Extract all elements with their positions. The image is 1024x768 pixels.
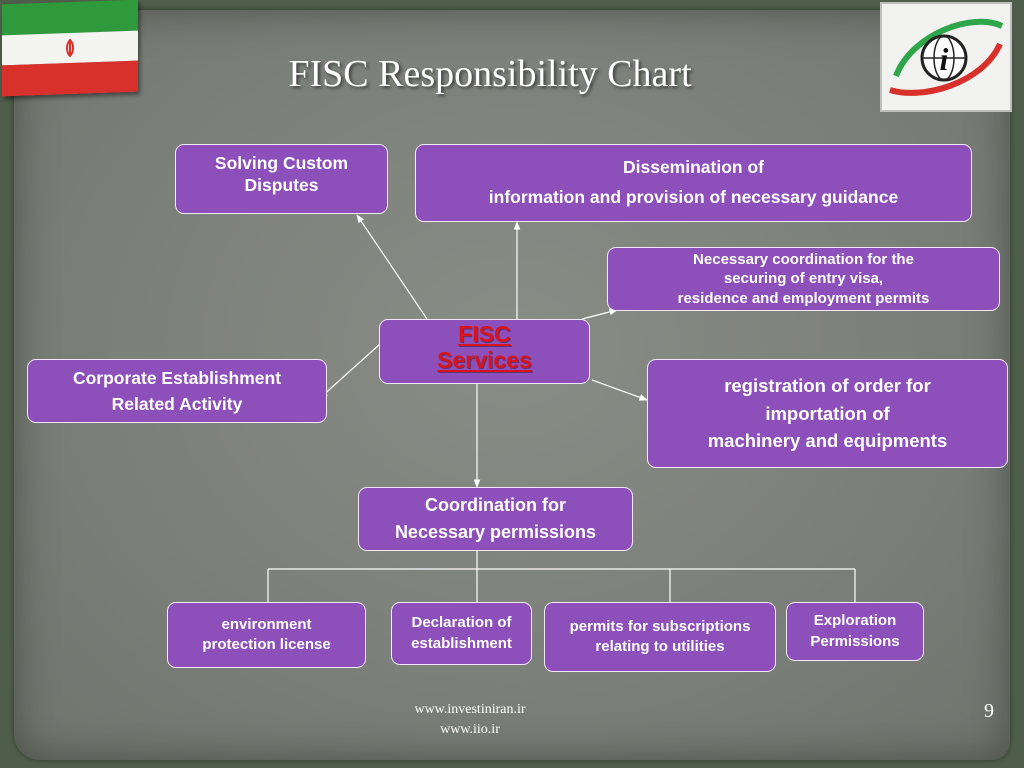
footer-link-investiniran[interactable]: www.investiniran.ir bbox=[414, 702, 526, 717]
slide-title: FISC Responsibility Chart bbox=[288, 53, 692, 95]
box-registration-order: registration of order for importation of… bbox=[647, 359, 1008, 468]
box-environment-license: environment protection license bbox=[167, 602, 366, 668]
arrow-to-registration bbox=[591, 379, 648, 401]
arrow-to-corporate bbox=[319, 343, 381, 399]
box-utility-permits: permits for subscriptions relating to ut… bbox=[544, 602, 776, 672]
arrow-to-visa bbox=[581, 308, 618, 320]
box-exploration-permissions: Exploration Permissions bbox=[786, 602, 924, 661]
arrow-to-custom bbox=[356, 214, 428, 320]
box-solving-custom-disputes: Solving Custom Disputes bbox=[175, 144, 388, 214]
center-fisc-services: FISC Services bbox=[379, 319, 590, 384]
footer-link-iio[interactable]: www.iio.ir bbox=[440, 722, 500, 738]
box-coordination-permissions: Coordination for Necessary permissions bbox=[358, 487, 633, 551]
logo-letter: i bbox=[940, 41, 949, 77]
investment-logo: i bbox=[880, 2, 1012, 112]
iran-flag bbox=[2, 0, 138, 97]
box-corporate-establishment: Corporate Establishment Related Activity bbox=[27, 359, 327, 423]
page-number: 9 bbox=[984, 700, 994, 722]
emblem-icon bbox=[66, 38, 74, 58]
box-dissemination: Dissemination of information and provisi… bbox=[415, 144, 972, 222]
box-declaration-establishment: Declaration of establishment bbox=[391, 602, 532, 665]
footer-urls: www.investiniran.ir www.iio.ir bbox=[380, 700, 560, 741]
box-visa-coordination: Necessary coordination for the securing … bbox=[607, 247, 1000, 311]
